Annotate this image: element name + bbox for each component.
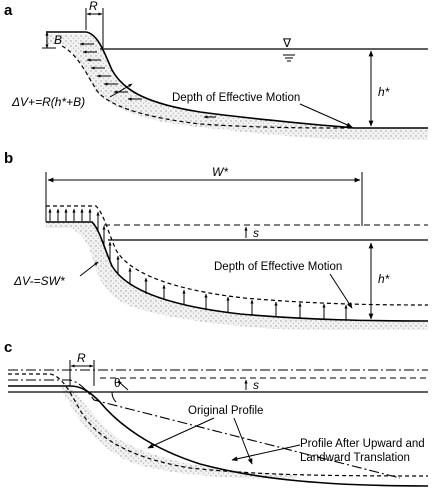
panel-a-r-label: R <box>89 0 98 13</box>
panel-a-transfer-arrows <box>79 42 216 119</box>
panel-c-r-label: R <box>77 351 86 365</box>
panel-c: c R θ s Original Profile Profile After U… <box>4 339 429 487</box>
panel-a-depth-label: Depth of Effective Motion <box>172 92 300 104</box>
panel-b-label: b <box>4 150 13 167</box>
panel-a-water-symbol: ∇ <box>282 36 292 50</box>
panel-b-w-label: W* <box>212 165 228 179</box>
panel-b-h-label: h* <box>378 272 390 286</box>
panel-a-b-label: B <box>54 33 62 47</box>
panel-c-original-label: Original Profile <box>188 405 263 417</box>
panel-a-h-label: h* <box>378 85 390 99</box>
panel-c-theta-arrow <box>117 380 129 391</box>
panel-b: b W* s <box>4 150 429 330</box>
panel-c-original-leader-1 <box>147 417 215 449</box>
panel-b-original-profile <box>46 221 429 322</box>
panel-c-translated-profile <box>8 373 429 477</box>
panel-b-sediment <box>46 222 428 330</box>
panel-b-volume-label: ΔV-=SW* <box>13 274 65 288</box>
panel-c-s-label: s <box>253 378 259 392</box>
panel-c-original-profile <box>8 385 429 487</box>
panel-c-theta-arc <box>111 391 117 403</box>
panel-c-slope-line <box>8 379 401 479</box>
panel-b-deposition-arrows <box>48 208 348 320</box>
panel-c-label: c <box>4 339 12 356</box>
panel-b-depth-label: Depth of Effective Motion <box>214 261 342 273</box>
panel-a: a ∇ R B <box>4 0 428 140</box>
panel-a-volume-leader <box>109 83 133 98</box>
panel-c-sediment <box>60 386 300 479</box>
panel-a-volume-label: ΔV+=R(h*+B) <box>11 95 85 109</box>
panel-c-theta-label: θ <box>114 376 121 390</box>
panel-a-translated-profile <box>61 45 355 129</box>
panel-a-label: a <box>4 2 13 19</box>
panel-b-raised-profile <box>46 205 429 306</box>
panel-b-volume-leader <box>79 261 99 277</box>
panel-b-depth-leader <box>329 273 353 309</box>
panel-c-after-leader <box>231 444 301 462</box>
panel-c-after-label-1: Profile After Upward and <box>300 438 425 450</box>
panel-a-depth-leader <box>299 103 353 128</box>
panel-b-s-label: s <box>253 226 259 240</box>
panel-c-after-label-2: Landward Translation <box>300 452 410 464</box>
